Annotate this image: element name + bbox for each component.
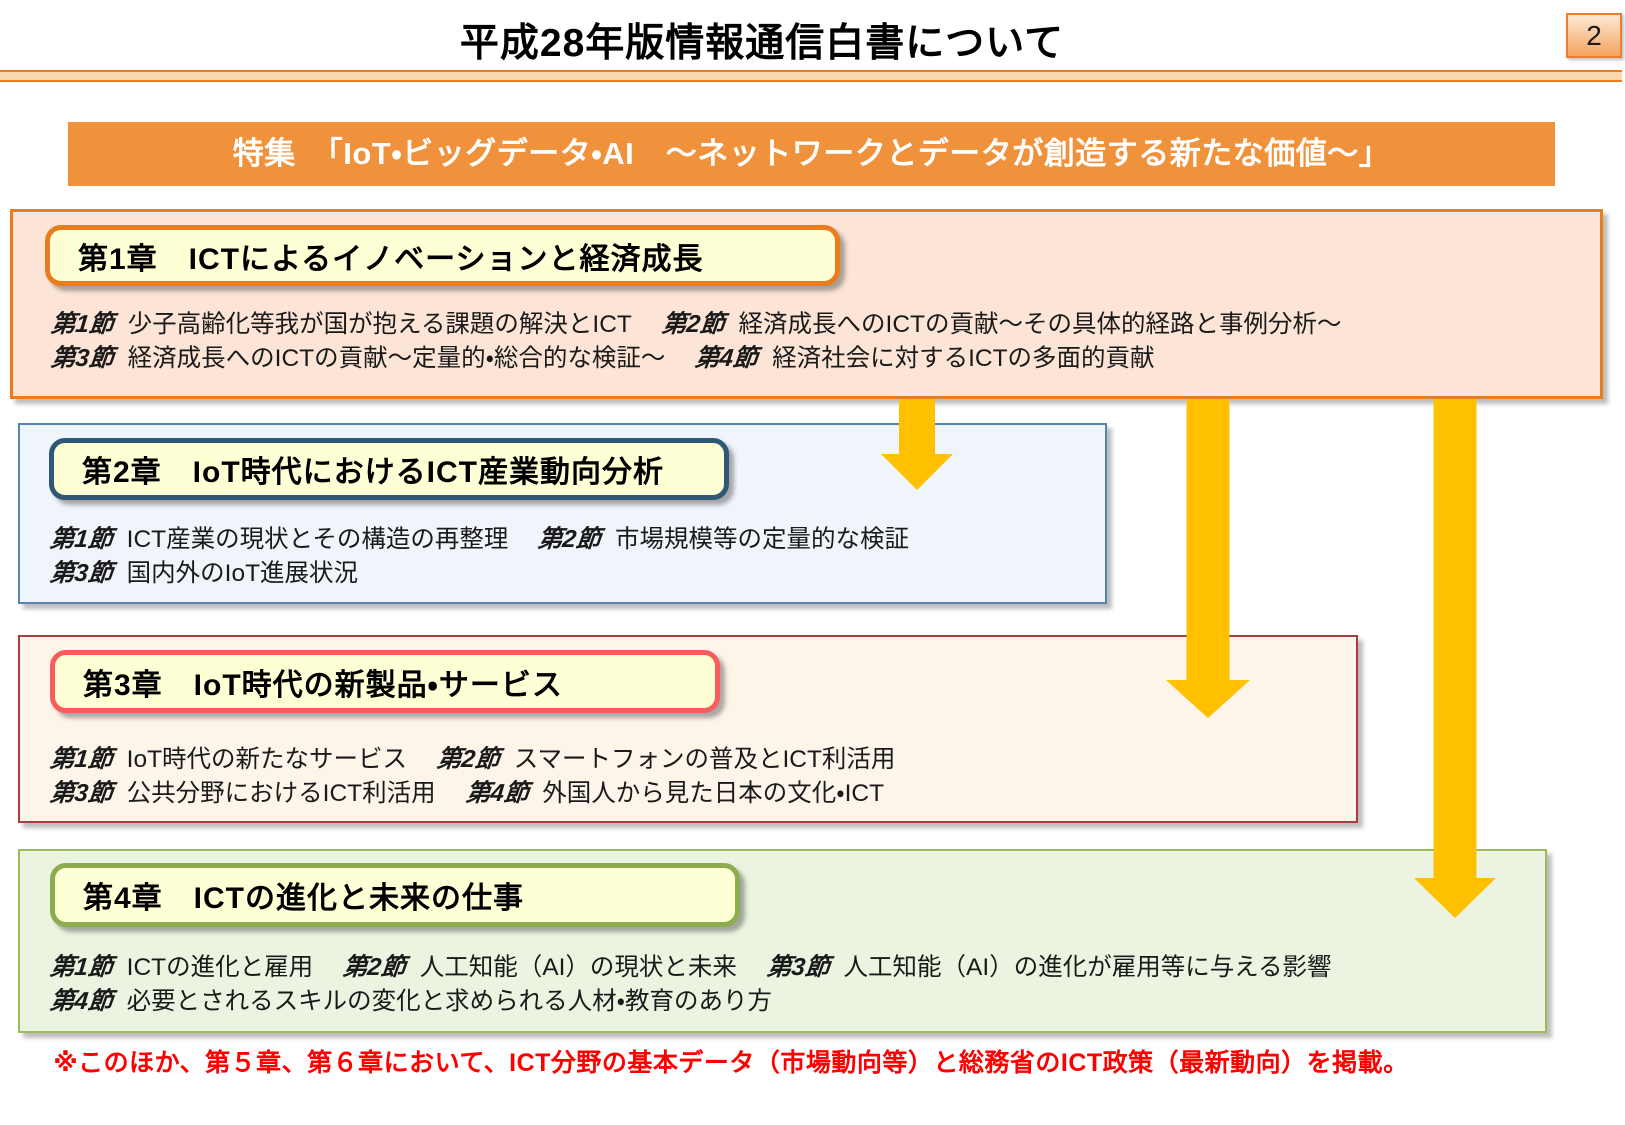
section-text: 必要とされるスキルの変化と求められる人材・教育のあり方 <box>126 988 772 1015</box>
chapter-4-heading-text: 第4章 ICTの進化と未来の仕事 <box>83 882 525 915</box>
section-label: 第3節 <box>765 954 832 981</box>
section-line: 第3節公共分野におけるICT利活用 第4節外国人から見た日本の文化・ICT <box>48 777 895 811</box>
chapter-2-sections: 第1節 ICT産業の現状とその構造の再整理 第2節市場規模等の定量的な検証第3節国内… <box>48 523 910 591</box>
section-label: 第2節 <box>537 526 603 553</box>
chapter-2-heading: 第2章 IoT時代におけるICT産業動向分析 <box>49 438 729 500</box>
down-arrow-icon <box>1414 399 1496 918</box>
section-text: IoT時代の新たなサービス <box>126 746 408 773</box>
page-number-badge: 2 <box>1566 13 1622 58</box>
section-text: ICTの進化と雇用 <box>126 954 314 981</box>
section-label: 第4節 <box>464 780 530 807</box>
section-text: 人工知能（AI）の現状と未来 <box>419 954 737 981</box>
section-label: 第1節 <box>48 954 115 981</box>
section-text: 少子高齢化等我が国が抱える課題の解決とICT <box>127 311 632 338</box>
section-label: 第1節 <box>48 746 115 773</box>
down-arrow-icon <box>1166 399 1250 718</box>
footnote: ※このほか、第５章、第６章において、ICT分野の基本データ（市場動向等）と総務省… <box>53 1049 1409 1077</box>
section-text: 経済成長へのICTの貢献～定量的・総合的な検証～ <box>127 345 666 372</box>
section-label: 第3節 <box>48 780 115 807</box>
section-text: 人工知能（AI）の進化が雇用等に与える影響 <box>843 954 1332 981</box>
chapter-1-heading: 第1章 ICTによるイノベーションと経済成長 <box>45 225 840 286</box>
chapter-3-heading: 第3章 IoT時代の新製品・サービス <box>50 650 720 713</box>
chapter-1-box: 第1章 ICTによるイノベーションと経済成長 第1節少子高齢化等我が国が抱える課… <box>10 209 1603 399</box>
page-number: 2 <box>1586 20 1602 51</box>
feature-banner: 特集 「IoT・ビッグデータ・AI ～ネットワークとデータが創造する新たな価値～… <box>68 122 1555 186</box>
section-label: 第1節 <box>49 311 116 338</box>
chapter-4-heading: 第4章 ICTの進化と未来の仕事 <box>50 863 740 927</box>
section-text: ICT産業の現状とその構造の再整理 <box>126 526 509 553</box>
section-text: 経済成長へのICTの貢献～その具体的経路と事例分析～ <box>738 311 1342 338</box>
section-label: 第3節 <box>48 560 115 587</box>
page-title: 平成28年版情報通信白書について <box>459 22 1065 65</box>
section-label: 第4節 <box>48 988 115 1015</box>
section-line: 第3節国内外のIoT進展状況 <box>48 557 909 591</box>
chapter-3-sections: 第1節 IoT時代の新たなサービス第2節スマートフォンの普及とICT利活用第3節公… <box>48 743 896 811</box>
section-text: 公共分野におけるICT利活用 <box>126 780 436 807</box>
section-line: 第1節 IoT時代の新たなサービス第2節スマートフォンの普及とICT利活用 <box>48 743 896 777</box>
feature-banner-text: 特集 「IoT・ビッグデータ・AI ～ネットワークとデータが創造する新たな価値～… <box>232 136 1391 171</box>
section-label: 第4節 <box>694 345 760 372</box>
section-text: 市場規模等の定量的な検証 <box>615 526 910 553</box>
section-label: 第1節 <box>48 526 115 553</box>
section-text: 経済社会に対するICTの多面的貢献 <box>772 345 1155 372</box>
section-label: 第2節 <box>341 954 408 981</box>
chapter-3-heading-text: 第3章 IoT時代の新製品・サービス <box>83 668 563 702</box>
section-line: 第3節経済成長へのICTの貢献～定量的・総合的な検証～ 第4節経済社会に対するIC… <box>49 342 1341 376</box>
section-text: スマートフォンの普及とICT利活用 <box>513 746 896 773</box>
chapter-2-heading-text: 第2章 IoT時代におけるICT産業動向分析 <box>82 456 664 489</box>
section-label: 第2節 <box>660 311 726 338</box>
section-line: 第1節少子高齢化等我が国が抱える課題の解決とICT 第2節経済成長へのICTの貢献… <box>49 308 1342 342</box>
chapter-3-box: 第3章 IoT時代の新製品・サービス 第1節 IoT時代の新たなサービス第2節スマ… <box>18 635 1358 823</box>
section-line: 第1節 ICT産業の現状とその構造の再整理 第2節市場規模等の定量的な検証 <box>48 523 910 557</box>
section-label: 第3節 <box>49 345 116 372</box>
section-text: 外国人から見た日本の文化・ICT <box>542 780 885 807</box>
down-arrow-icon <box>881 399 953 490</box>
title-divider <box>0 70 1622 82</box>
section-label: 第2節 <box>435 746 502 773</box>
section-line: 第1節 ICTの進化と雇用第2節人工知能（AI）の現状と未来 第3節人工知能（AI）… <box>48 951 1332 985</box>
chapter-1-heading-text: 第1章 ICTによるイノベーションと経済成長 <box>78 242 704 276</box>
chapter-4-sections: 第1節 ICTの進化と雇用第2節人工知能（AI）の現状と未来 第3節人工知能（AI）… <box>48 951 1332 1019</box>
section-line: 第4節必要とされるスキルの変化と求められる人材・教育のあり方 <box>48 985 1331 1019</box>
section-text: 国内外のIoT進展状況 <box>126 560 359 587</box>
